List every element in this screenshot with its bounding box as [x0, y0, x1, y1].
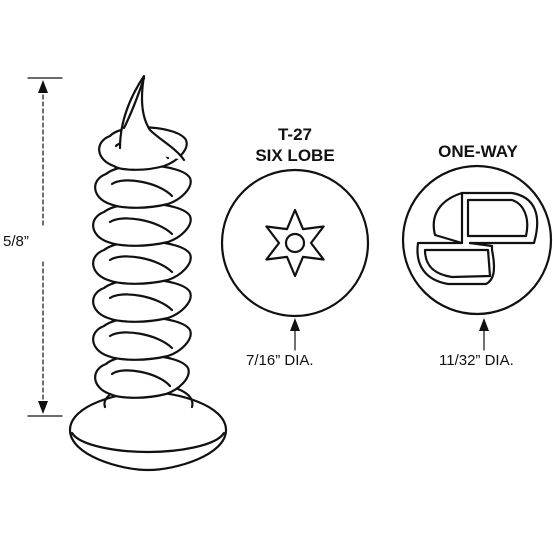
screw-thread — [94, 354, 190, 399]
arrow-up-icon — [38, 80, 48, 93]
screw-thread-crest — [108, 217, 174, 236]
six-lobe-title-line2: SIX LOBE — [255, 146, 335, 165]
screw-thread — [92, 202, 192, 247]
six-lobe-diameter-label: 7/16” DIA. — [246, 352, 314, 369]
six-lobe-head-view — [220, 168, 370, 351]
screw-thread — [92, 240, 192, 285]
one-way-head-view — [401, 164, 553, 351]
screw-threads — [92, 126, 192, 399]
one-way-title: ONE-WAY — [438, 142, 518, 161]
screw-length-label: 5/8” — [3, 233, 29, 250]
six-lobe-title-line1: T-27 — [277, 125, 313, 144]
arrow-up-icon — [479, 318, 489, 331]
screw-tip — [118, 74, 186, 162]
screw-thread-crest — [110, 179, 174, 198]
arrow-down-icon — [38, 401, 48, 414]
one-way-drive-icon — [416, 191, 539, 286]
screw-thread — [92, 316, 192, 361]
screw-thread — [94, 164, 192, 209]
screw-side-view — [68, 74, 228, 472]
screw-thread-crest — [108, 255, 174, 274]
length-dimension — [27, 77, 63, 417]
screw-head — [68, 390, 228, 472]
arrow-up-icon — [290, 318, 300, 331]
torx-six-lobe-drive-icon — [265, 208, 325, 278]
screw-thread-crest — [108, 293, 174, 312]
screw-thread-crest — [110, 369, 172, 388]
one-way-diameter-label: 11/32” DIA. — [439, 352, 514, 369]
screw-thread — [92, 278, 192, 323]
screw-thread-crest — [108, 331, 174, 350]
